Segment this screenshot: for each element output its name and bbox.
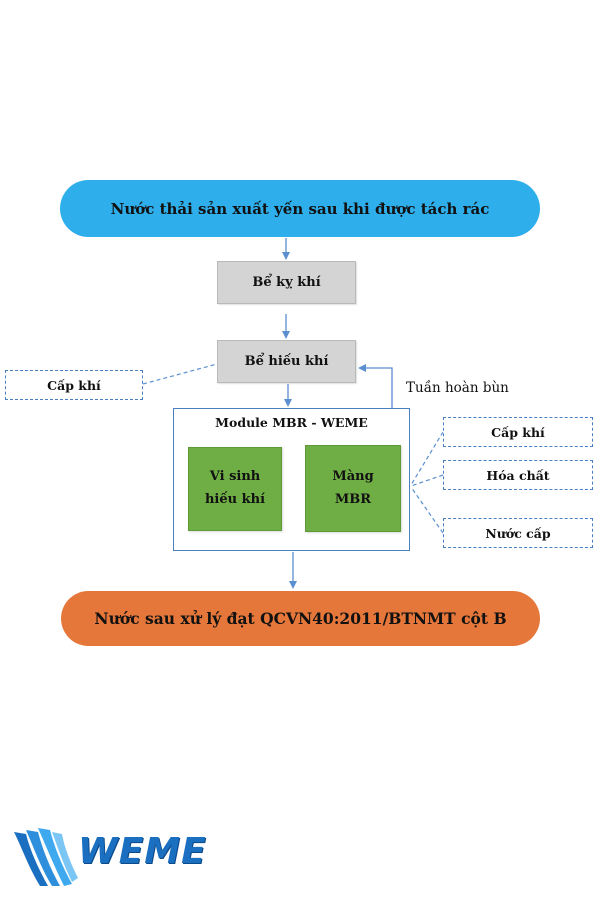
- anaerobic-tank-label: Bể kỵ khí: [252, 275, 321, 290]
- water-supply-node: Nước cấp: [443, 518, 593, 548]
- output-treated-water-node: Nước sau xử lý đạt QCVN40:2011/BTNMT cột…: [61, 591, 540, 646]
- chemical-supply-label: Hóa chất: [486, 467, 550, 483]
- mbr-membrane-node: Màng MBR: [305, 445, 401, 532]
- aerobic-tank-label: Bể hiếu khí: [244, 354, 329, 369]
- membrane-label-line2: MBR: [334, 491, 372, 507]
- dashed-water-link: [410, 486, 444, 534]
- weme-logo-text: WEME: [78, 831, 207, 872]
- aerobic-microbe-node: Vi sinh hiếu khí: [188, 447, 282, 531]
- sludge-recycle-line: [358, 364, 393, 408]
- membrane-label-line1: Màng: [332, 468, 374, 484]
- air-supply-left-node: Cấp khí: [5, 370, 143, 400]
- aerobic-tank-node: Bể hiếu khí: [217, 340, 356, 383]
- air-supply-right-node: Cấp khí: [443, 417, 593, 447]
- input-wastewater-node: Nước thải sản xuất yến sau khi được tách…: [60, 180, 540, 237]
- sludge-recycle-label: Tuần hoàn bùn: [406, 380, 509, 396]
- air-supply-right-label: Cấp khí: [491, 424, 545, 440]
- input-wastewater-label: Nước thải sản xuất yến sau khi được tách…: [110, 199, 490, 218]
- microbe-label-line2: hiếu khí: [204, 492, 266, 507]
- dashed-chem-link: [410, 474, 444, 487]
- chemical-supply-node: Hóa chất: [443, 460, 593, 490]
- air-supply-left-label: Cấp khí: [47, 377, 101, 393]
- mbr-module-title: Module MBR - WEME: [215, 415, 368, 430]
- output-treated-water-label: Nước sau xử lý đạt QCVN40:2011/BTNMT cột…: [94, 609, 507, 628]
- anaerobic-tank-node: Bể kỵ khí: [217, 261, 356, 304]
- dashed-air-right-link: [410, 431, 444, 486]
- dashed-air-left-link: [142, 363, 218, 385]
- microbe-label-line1: Vi sinh: [209, 469, 261, 485]
- water-supply-label: Nước cấp: [485, 525, 551, 541]
- weme-logo-icon: [14, 828, 78, 886]
